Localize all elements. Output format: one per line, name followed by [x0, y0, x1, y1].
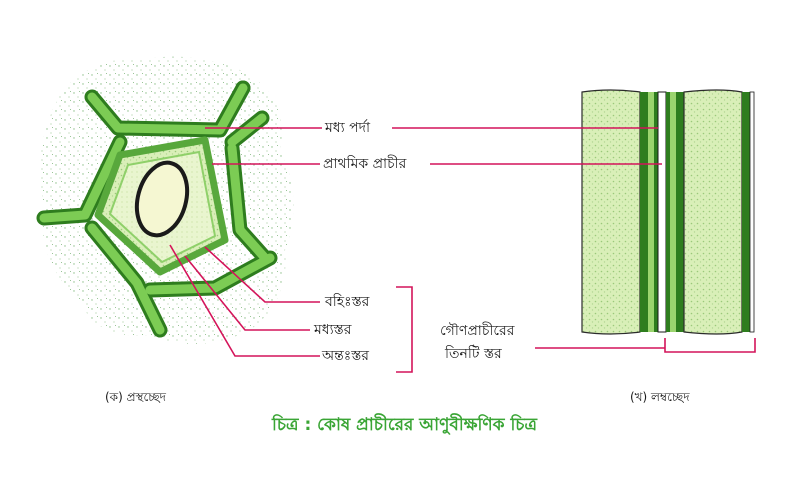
label-outer-layer: বহিঃস্তর	[325, 294, 370, 310]
long-wall-left-2	[648, 92, 654, 332]
leader-inner-layer	[169, 244, 320, 357]
longitudinal-section	[581, 89, 755, 335]
subcaption-cross-section: (ক) প্রস্থচ্ছেদ	[105, 390, 166, 404]
long-wall-left-1	[640, 92, 648, 332]
leader-outer-layer	[204, 246, 320, 303]
long-wall-right-1	[666, 92, 670, 332]
label-inner-layer: অন্তঃস্তর	[322, 348, 370, 364]
long-wall-right-2	[670, 92, 676, 332]
label-secondary-wall-line1: গৌণপ্রাচীরের	[440, 323, 515, 339]
leader-lines	[169, 127, 756, 373]
label-primary-wall: প্রাথমিক প্রাচীর	[323, 156, 407, 172]
long-wall-left-3	[654, 92, 658, 332]
leader-middle-layer	[184, 255, 310, 331]
long-left-cell	[581, 89, 641, 335]
long-right-cell	[683, 89, 743, 335]
label-secondary-wall-line2: তিনটি স্তর	[445, 346, 502, 362]
label-middle-layer: মধ্যস্তর	[314, 322, 352, 338]
long-section-bracket	[664, 338, 756, 353]
long-middle-lamella	[657, 91, 667, 333]
nucleus	[134, 160, 190, 238]
cross-section	[36, 56, 294, 344]
long-right-edge	[742, 92, 750, 332]
figure-caption: চিত্র : কোষ প্রাচীরের আণুবীক্ষণিক চিত্র	[272, 415, 537, 435]
long-wall-right-3	[676, 92, 684, 332]
label-middle-lamella: মধ্য পর্দা	[325, 120, 371, 136]
layers-bracket	[396, 286, 413, 373]
subcaption-longitudinal-section: (খ) লম্বচ্ছেদ	[630, 390, 690, 404]
